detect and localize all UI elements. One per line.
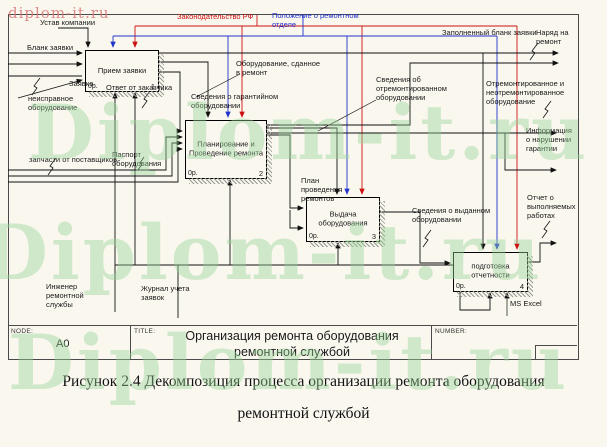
- arrow-label-svedeniya-o-garantiynom: Сведения о гарантийном оборудовании: [191, 92, 279, 110]
- arrow-label-zayavka: Заявка: [69, 79, 94, 88]
- arrow-label-naryad-na-remont: Наряд на ремонт: [536, 28, 569, 46]
- activity-box-vydacha-oborudovaniya: Выдача оборудования 0р. 3: [306, 197, 380, 242]
- activity-box-planirovanie-provedenie-remonta: Планирование и Проведение ремонта 0р. 2: [185, 120, 267, 179]
- activity-box-priem-zayavki: Прием заявки 0р. 1: [85, 50, 159, 92]
- activity-name: Прием заявки: [97, 65, 147, 75]
- activity-cost: 0р.: [309, 232, 319, 240]
- number-label: NUMBER:: [435, 328, 468, 335]
- arrow-label-informaciya-o-narushenii-garantii: Информация о нарушении гарантии: [526, 126, 572, 153]
- arrow-label-oborudovanie-sdannoe-v-remont: Оборудование, сданное в ремонт: [236, 59, 321, 77]
- node-label: NODE:: [11, 328, 34, 335]
- arrow-label-plan-provedeniya-remontov: План проведения ремонтов: [301, 176, 343, 203]
- arrow-label-inzhener-remontnoy-sluzhby: Инженер ремонтной службы: [46, 282, 84, 309]
- arrow-label-zakonodatelstvo-rf: Законодательство РФ: [177, 12, 254, 21]
- caption-line-1: Рисунок 2.4 Декомпозиция процесса органи…: [62, 373, 545, 390]
- activity-name: Планирование и Проведение ремонта: [188, 139, 264, 158]
- title-label: TITLE:: [134, 328, 156, 335]
- node-section: NODE: A0: [8, 326, 131, 359]
- arrow-label-otvet-ot-zakazchika: Ответ от заказчика: [106, 83, 173, 92]
- diagram-border: [8, 14, 579, 360]
- arrow-label-svedeniya-ob-otremontirovannom: Сведения об отремонтированном оборудован…: [376, 75, 447, 102]
- figure-caption: Рисунок 2.4 Декомпозиция процесса органи…: [0, 366, 607, 430]
- arrow-label-neispravnoe-oborudovanie: неисправное оборудование: [28, 94, 78, 112]
- activity-number: 4: [519, 282, 524, 291]
- arrow-label-zapolnenny-blank-zayavki: Заполненный бланк заявки: [442, 28, 537, 37]
- activity-number: 1: [150, 82, 155, 91]
- node-value: A0: [56, 338, 70, 350]
- arrow-label-otremontirovannoe-oborudovanie: Отремонтированное и неотремонтированное …: [486, 79, 565, 106]
- arrow-label-ms-excel: MS Excel: [510, 299, 542, 308]
- number-section: NUMBER:: [432, 326, 577, 359]
- arrow-label-pasport-oborudovaniya: Паспорт оборудования: [112, 150, 162, 168]
- activity-cost: 0р.: [188, 169, 198, 177]
- activity-box-podgotovka-otchetnosti: подготовка отчетности 0р. 4: [453, 252, 528, 292]
- arrow-label-polozhenie-o-remontnom-otdele: Положение о ремонтном отделе: [272, 11, 359, 29]
- arrow-label-otchet-o-vypolnyaemyh-rabotah: Отчет о выполняемых работах: [527, 193, 576, 220]
- title-section: TITLE: Организация ремонта оборудования …: [131, 326, 432, 359]
- number-box: [535, 345, 577, 359]
- arrow-label-blank-zayavki: Бланк заявки: [27, 43, 74, 52]
- activity-cost: 0р.: [88, 82, 98, 90]
- activity-number: 2: [258, 169, 263, 178]
- activity-cost: 0р.: [456, 282, 466, 290]
- diagram-title: Организация ремонта оборудования ремонтн…: [185, 329, 399, 359]
- arrow-label-zhurnal-ucheta-zayavok: Журнал учета заявок: [141, 284, 190, 302]
- node-bar: NODE: A0 TITLE: Организация ремонта обор…: [8, 325, 577, 359]
- activity-number: 3: [371, 232, 376, 241]
- arrow-label-svedeniya-o-vydannom: Сведения о выданном оборудовании: [412, 206, 491, 224]
- caption-line-2: ремонтной службой: [237, 404, 370, 422]
- activity-name: подготовка отчетности: [471, 261, 510, 280]
- arrow-label-ustav-kompanii: Устав компании: [40, 18, 96, 27]
- activity-name: Выдача оборудования: [318, 209, 368, 228]
